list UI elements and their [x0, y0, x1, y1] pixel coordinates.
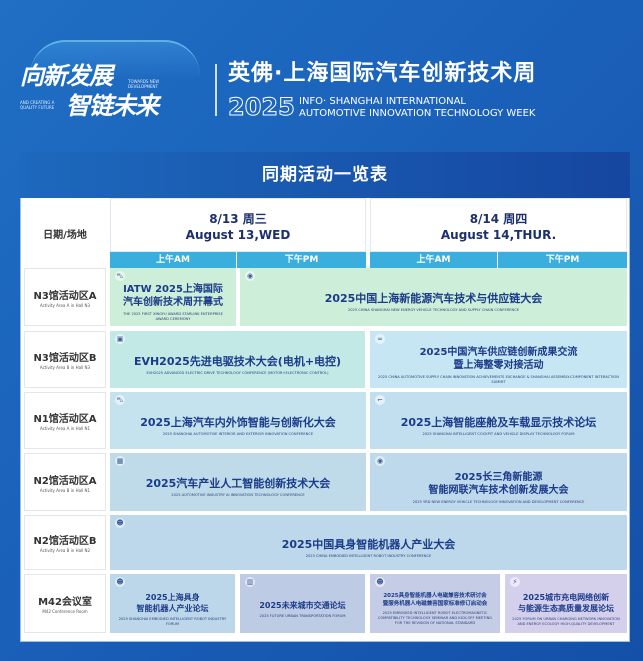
event-title-en: 2025 FUTURE URBAN TRANSPORTATION FORUM [259, 613, 346, 618]
event-title-en: THE 2025 FIRST XINGYU AWARD STARLINK ENT… [123, 312, 223, 321]
event-cell[interactable]: ⚡ 2025城市充电网络创新 与能源生态高质量发展论坛 2025 FORUM ON … [505, 574, 627, 633]
aug13-pm: 下午PM [237, 252, 366, 268]
event-title: 2025上海智能座舱及车载显示技术论坛 [400, 415, 597, 429]
venue-name-en: Activity Area B in Hall N2 [39, 548, 91, 553]
venue-name-en: Activity Area B in Hall N1 [39, 487, 91, 493]
event-title-en: 2025 SHANGHAI INTELLIGENT COCKPIT AND VE… [422, 431, 575, 436]
car-icon: ⛍ [115, 395, 125, 405]
event-title-en: EVH2025 ADVANCED ELECTRIC DRIVE TECHNOLO… [146, 370, 329, 375]
event-cell[interactable]: ⌐ 2025上海智能座舱及车载显示技术论坛 2025 SHANGHAI INTELL… [370, 392, 627, 449]
aug14-am: 上午AM [370, 252, 497, 268]
event-cell[interactable]: ⛍ IATW 2025上海国际 汽车创新技术周开幕式 THE 2025 FIRST … [110, 268, 236, 326]
car-silhouette-graphic [30, 40, 200, 80]
event-title-cn: 英佛·上海国际汽车创新技术周 [228, 61, 537, 86]
day-date-en: August 13,WED [185, 228, 291, 242]
event-title: 2025上海具身 智能机器人产业论坛 [136, 592, 209, 613]
slogan-en2: AND CREATING A QUALITY FUTURE [20, 100, 55, 110]
event-title: IATW 2025上海国际 汽车创新技术周开幕式 [123, 284, 223, 308]
venue-name: N2馆活动区A [33, 475, 97, 487]
venue-name: N2馆活动区B [33, 536, 97, 547]
schedule-title: 同期活动一览表 [20, 152, 630, 198]
charger-icon: ⚡ [510, 577, 520, 587]
event-cell[interactable]: ∞ 2025中国汽车供应链创新成果交流 暨上海整零对接活动 2025 CHINA A… [370, 331, 627, 388]
event-cell[interactable]: ☻ 2025中国具身智能机器人产业大会 2025 CHINA EMBODIED IN… [110, 515, 627, 570]
event-title-en: 2025 SHANGHAI AUTOMOTIVE INTERIOR AND EX… [162, 431, 314, 436]
slogan-line1: 向新发展 [20, 62, 113, 90]
venue-name-en: Activity Area B in Hall N3 [39, 365, 91, 370]
event-title: 2025城市充电网络创新 与能源生态高质量发展论坛 [518, 592, 614, 613]
event-title-en: 2025 YRD NEW ENERGY VEHICLE TECHNOLOGY I… [412, 499, 585, 504]
venue-name-en: M42 Conference Room [42, 609, 88, 614]
event-title: 2025中国具身智能机器人产业大会 [281, 537, 456, 551]
banner-divider [215, 64, 217, 116]
event-title: 2025汽车产业人工智能创新技术大会 [145, 477, 331, 490]
aug14-pm: 下午PM [498, 252, 627, 268]
venue-name-en: Activity Area A in Hall N3 [39, 302, 91, 308]
link-icon: ∞ [375, 334, 385, 344]
event-cell[interactable]: ☻ 2025上海具身 智能机器人产业论坛 2025 SHANGHAI EMBODIE… [110, 574, 235, 633]
event-title: 2025上海汽车内外饰智能与创新化大会 [140, 415, 336, 429]
event-cell[interactable]: ☻ 2025具身智能机器人电磁兼容技术研讨会 暨服务机器人电磁兼容国家标准修订启动… [370, 574, 500, 633]
event-cell[interactable]: ▦ 2025汽车产业人工智能创新技术大会 2025 AUTOMOTIVE INDUS… [110, 453, 366, 511]
event-title-en: 2025 AUTOMOTIVE INDUSTRY AI INNOVATION T… [171, 493, 305, 497]
venue-name: N3馆活动区B [33, 353, 97, 364]
venue-name: M42会议室 [38, 597, 92, 608]
event-title-en: 2025 CHINA EMBODIED INTELLIGENT ROBOT IN… [305, 553, 432, 558]
event-title-en: 2025 CHINA SHANGHAI NEW ENERGY VEHICLE T… [347, 308, 520, 312]
day-header-aug14: 8/14 周四 August 14,THUR. [370, 198, 627, 252]
day-date: 8/14 周四 [469, 212, 528, 226]
date-venue-header: 日期/场地 [43, 229, 87, 241]
slogan-line2: 智链未来 [66, 92, 159, 120]
event-title: EVH2025先进电驱技术大会(电机+电控) [133, 354, 342, 368]
chip-icon: ▦ [115, 456, 125, 466]
slogan-en1: TOWARDS NEW DEVELOPMENT [128, 79, 160, 89]
event-title-en: 2025 CHINA AUTOMOTIVE SUPPLY CHAIN INNOV… [378, 374, 619, 384]
seat-icon: ⌐ [375, 395, 385, 405]
venue-name-en: Activity Area A in Hall N1 [39, 426, 91, 431]
shield-icon: ◉ [375, 456, 385, 466]
robot-icon: ☻ [375, 577, 385, 587]
event-title: 2025中国上海新能源汽车技术与供应链大会 [324, 292, 543, 305]
event-cell[interactable]: ◉ 2025长三角新能源 智能网联汽车技术创新发展大会 2025 YRD NEW E… [370, 453, 627, 511]
event-title-en: 2025 FORUM ON URBAN CHARGING NETWORK INN… [512, 616, 620, 626]
event-cell[interactable]: ▥ 2025未来城市交通论坛 2025 FUTURE URBAN TRANSPORT… [240, 574, 365, 633]
event-year: 2025 [228, 93, 296, 122]
shield-icon: ◉ [245, 271, 255, 281]
title-en-line2: AUTOMOTIVE INNOVATION TECHNOLOGY WEEK [299, 108, 536, 119]
robot-icon: ☻ [115, 577, 125, 587]
event-title: 2025长三角新能源 智能网联汽车技术创新发展大会 [428, 471, 569, 496]
title-en-line1: INFO· SHANGHAI INTERNATIONAL [299, 96, 467, 107]
day-date: 8/13 周三 [209, 212, 267, 226]
building-icon: ▥ [245, 577, 255, 587]
event-title-en: 2025 SHANGHAI EMBODIED INTELLIGENT ROBOT… [118, 616, 227, 626]
venue-name: N1馆活动区A [33, 414, 97, 425]
aug13-am: 上午AM [110, 252, 236, 268]
venue-name: N3馆活动区A [33, 290, 97, 302]
day-header-aug13: 8/13 周三 August 13,WED [110, 198, 366, 252]
event-title: 2025具身智能机器人电磁兼容技术研讨会 暨服务机器人电磁兼容国家标准修订启动会 [382, 593, 488, 607]
motor-icon: ▣ [115, 334, 125, 344]
robot-icon: ☻ [115, 518, 125, 528]
day-date-en: August 14,THUR. [440, 228, 557, 242]
event-cell[interactable]: ◉ 2025中国上海新能源汽车技术与供应链大会 2025 CHINA SHANGHA… [240, 268, 627, 326]
event-title: 2025未来城市交通论坛 [259, 600, 346, 610]
event-title: 2025中国汽车供应链创新成果交流 暨上海整零对接活动 [419, 346, 578, 371]
event-title-en: 2025 EMBODIED INTELLIGENT ROBOT ELECTROM… [377, 611, 493, 625]
car-icon: ⛍ [115, 271, 125, 281]
event-cell[interactable]: ⛍ 2025上海汽车内外饰智能与创新化大会 2025 SHANGHAI AUTOMO… [110, 392, 366, 449]
event-cell[interactable]: ▣ EVH2025先进电驱技术大会(电机+电控) EVH2025 ADVANCED … [110, 331, 365, 388]
